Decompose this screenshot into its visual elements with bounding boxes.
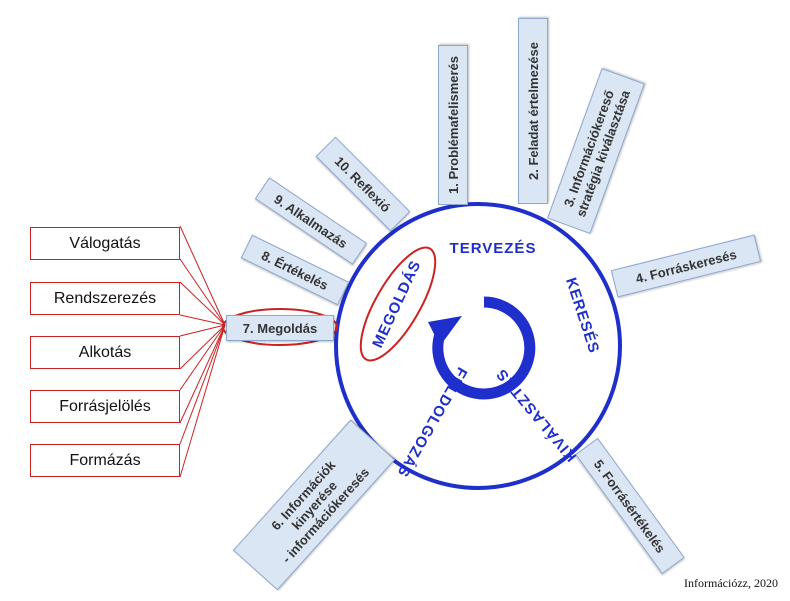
connector-line [179, 225, 226, 326]
side-item-alkotas: Alkotás [30, 336, 180, 369]
side-item-label: Alkotás [78, 343, 132, 361]
credit-text: Információzz, 2020 [684, 576, 778, 590]
side-item-label: Rendszerezés [53, 289, 157, 307]
step-1-label: 1. Problémafelismerés [445, 55, 461, 195]
connector-line [179, 324, 226, 391]
side-item-forrasjeloles: Forrásjelölés [30, 390, 180, 423]
phase-feldolgozas: FELDOLGOZÁS [393, 364, 470, 480]
cycle-arrow [432, 296, 536, 400]
side-item-label: Formázás [69, 451, 141, 469]
process-circle [334, 202, 622, 490]
phase-tervezes: TERVEZÉS [450, 240, 537, 257]
side-item-label: Válogatás [69, 234, 141, 252]
side-item-label: Forrásjelölés [59, 397, 151, 415]
side-item-formazas: Formázás [30, 444, 180, 477]
side-connectors [179, 225, 226, 478]
step-7-box: 7. Megoldás [226, 315, 334, 341]
phase-kivalasztas: KIVÁLASZTÁS [493, 365, 581, 465]
side-item-rendszerezes: Rendszerezés [30, 282, 180, 315]
phase-megoldas: MEGOLDÁS [369, 258, 424, 351]
cycle-arrowhead [428, 316, 462, 346]
step-2-label: 2. Feladat értelmezése [525, 41, 541, 181]
connector-line [179, 324, 226, 445]
step-2-box: 2. Feladat értelmezése [518, 18, 548, 204]
connector-line [179, 324, 226, 370]
phase-kereses: KERESÉS [562, 276, 602, 356]
step-7-label: 7. Megoldás [242, 320, 318, 336]
megoldas-highlight [359, 246, 437, 362]
side-item-valogatas: Válogatás [30, 227, 180, 260]
connector-line [179, 324, 226, 424]
step7-highlight [222, 308, 338, 346]
connector-line [179, 258, 226, 326]
connector-line [179, 314, 226, 326]
connector-line [179, 324, 226, 478]
connector-line [179, 281, 226, 326]
step-1-box: 1. Problémafelismerés [438, 45, 468, 205]
connector-line [179, 324, 226, 337]
